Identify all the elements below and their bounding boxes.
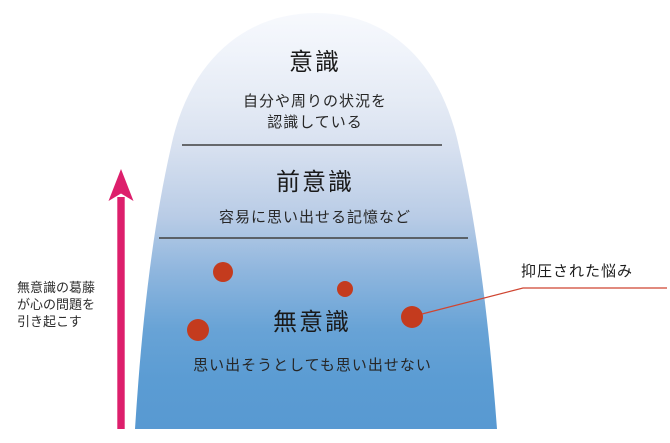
repressed-worry-dot xyxy=(401,306,423,328)
conscious-description-line1: 自分や周りの状況を xyxy=(242,93,387,110)
upward-arrow xyxy=(108,169,134,429)
callout-leader-line xyxy=(421,287,667,315)
unconscious-title: 無意識 xyxy=(273,309,351,336)
repressed-worry-dot xyxy=(213,262,233,282)
repressed-worry-dot xyxy=(187,319,209,341)
left-annotation: 無意識の葛藤 が心の問題を 引き起こす xyxy=(17,279,117,330)
arrow-shaft xyxy=(117,197,125,429)
repressed-worry-dots xyxy=(187,262,423,341)
repressed-worry-dot xyxy=(337,281,353,297)
preconscious-title: 前意識 xyxy=(276,169,354,196)
arrow-head xyxy=(108,169,134,201)
left-annotation-line3: 引き起こす xyxy=(17,314,82,329)
repressed-worries-label: 抑圧された悩み xyxy=(521,263,634,280)
preconscious-description: 容易に思い出せる記憶など xyxy=(218,209,411,226)
left-annotation-line1: 無意識の葛藤 xyxy=(17,280,96,295)
conscious-description-line2: 認識している xyxy=(267,114,363,131)
unconscious-description: 思い出そうとしても思い出せない xyxy=(193,357,432,374)
conscious-title: 意識 xyxy=(289,49,341,76)
left-annotation-line2: が心の問題を xyxy=(17,297,96,312)
